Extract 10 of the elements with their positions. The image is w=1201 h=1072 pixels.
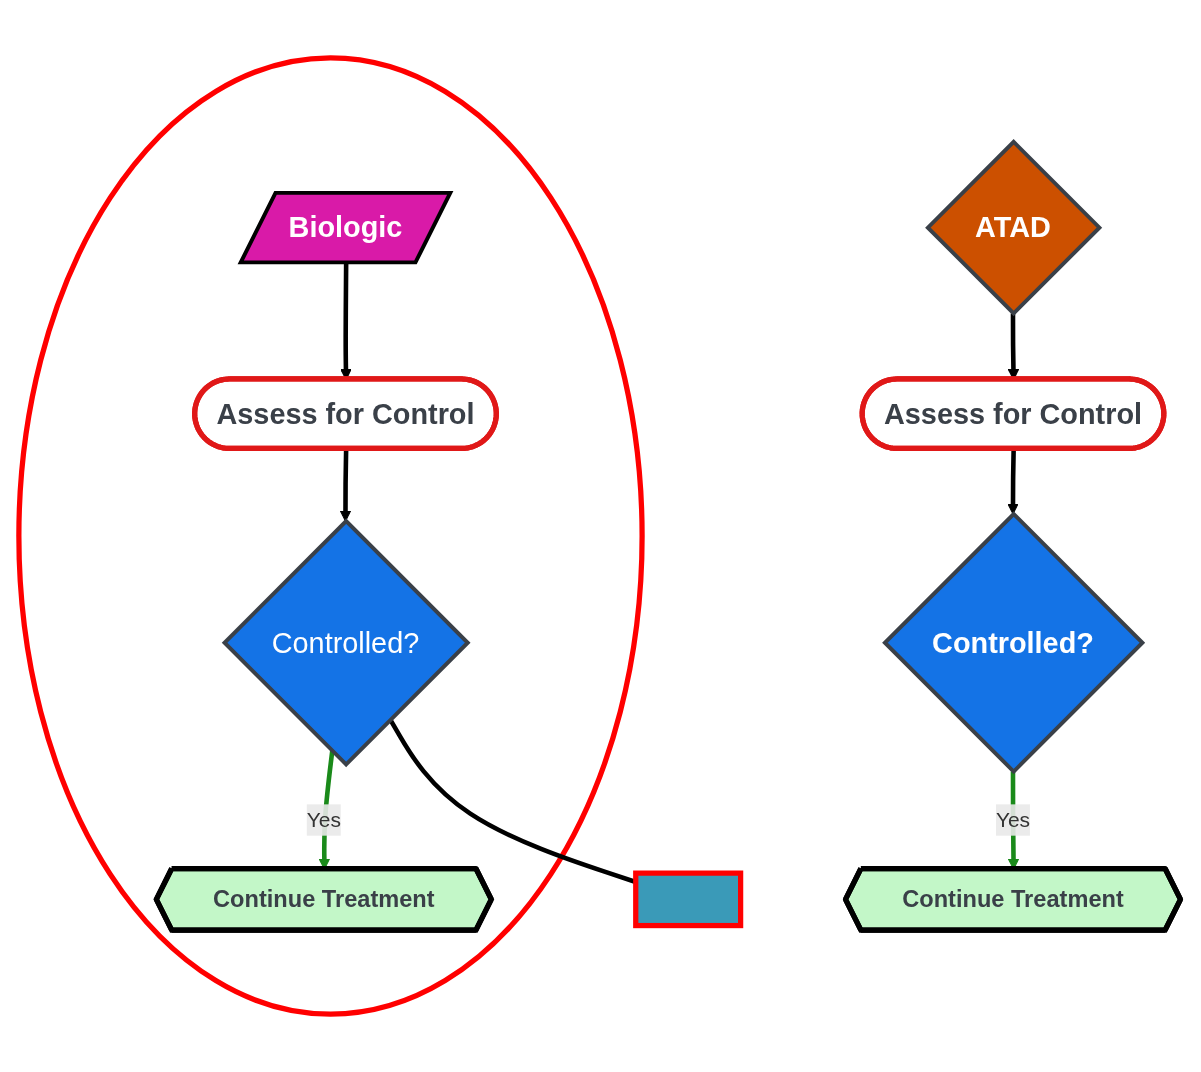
edge-label: Yes (995, 808, 1030, 831)
node-diamond: ATAD (924, 139, 1102, 317)
arrow (339, 449, 351, 522)
node-diamond: Controlled? (221, 518, 471, 768)
node-box (632, 870, 743, 929)
edge-label: Yes (306, 808, 341, 831)
connector (387, 718, 636, 885)
cluster (15, 55, 645, 1017)
arrow (1006, 449, 1019, 515)
node-diamond: Controlled? (881, 511, 1145, 775)
